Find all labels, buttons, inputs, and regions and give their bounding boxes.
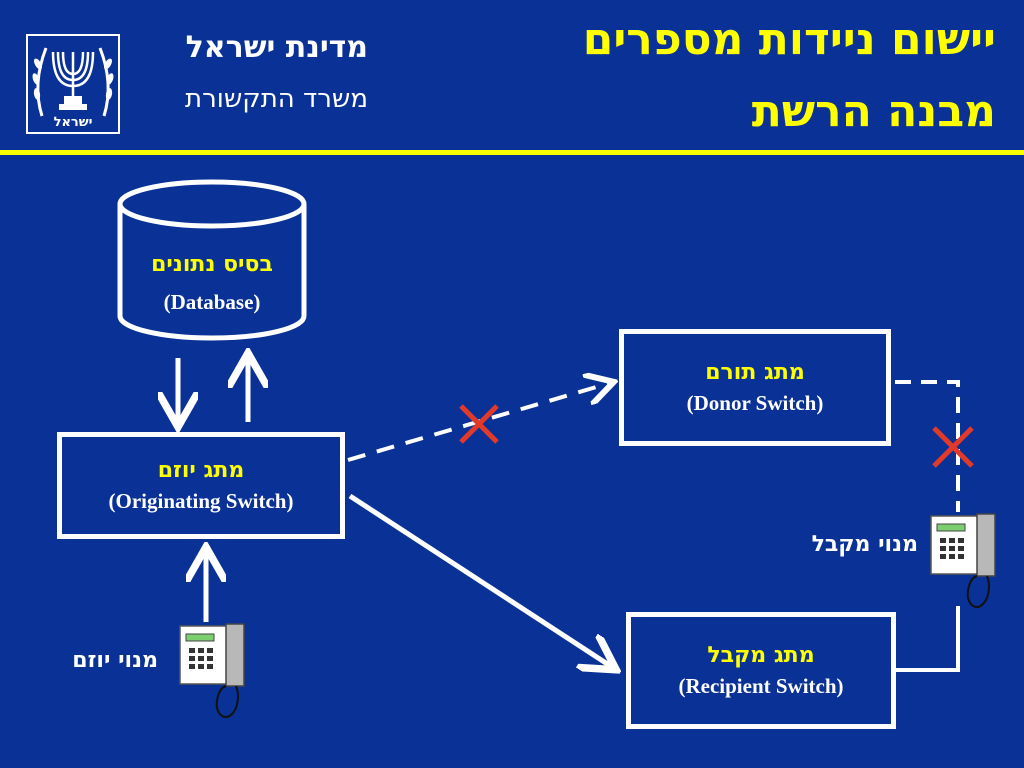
state-name: מדינת ישראל (185, 30, 368, 65)
old-subscriber-line (895, 380, 960, 512)
originating-switch-node: מתג יוזם (Originating Switch) (57, 432, 345, 539)
slide-title-line1: יישום ניידות מספרים (582, 14, 996, 65)
header-divider (0, 150, 1024, 155)
recipient-subscriber-label: מנוי מקבל (811, 532, 918, 557)
originating-subscriber-label: מנוי יוזם (72, 648, 158, 673)
blocked-x-icon-2 (932, 426, 974, 468)
recipient-switch-label-en: (Recipient Switch) (678, 673, 844, 698)
database-node: בסיס נתונים (Database) (114, 178, 310, 344)
donor-switch-node: מתג תורם (Donor Switch) (619, 329, 891, 446)
ministry-name: משרד התקשורת (184, 84, 368, 114)
recipient-phone-icon (929, 512, 997, 610)
emblem-text: ישראל (54, 115, 93, 130)
database-icon (117, 179, 307, 341)
originating-phone-icon (178, 622, 246, 720)
new-subscriber-line (893, 606, 960, 672)
state-emblem-icon: ישראל (26, 34, 120, 134)
donor-switch-label-he: מתג תורם (705, 359, 805, 385)
originating-switch-label-en: (Originating Switch) (108, 488, 294, 513)
recipient-switch-node: מתג מקבל (Recipient Switch) (626, 612, 896, 729)
blocked-x-icon-1 (459, 404, 499, 444)
database-label-he: בסיס נתונים (151, 252, 273, 277)
slide-title-line2: מבנה הרשת (751, 86, 996, 137)
database-label-en: (Database) (163, 290, 261, 314)
donor-switch-label-en: (Donor Switch) (686, 390, 824, 415)
recipient-switch-label-he: מתג מקבל (707, 642, 815, 668)
routed-call-line (348, 493, 612, 667)
originating-switch-label-he: מתג יוזם (157, 457, 245, 483)
